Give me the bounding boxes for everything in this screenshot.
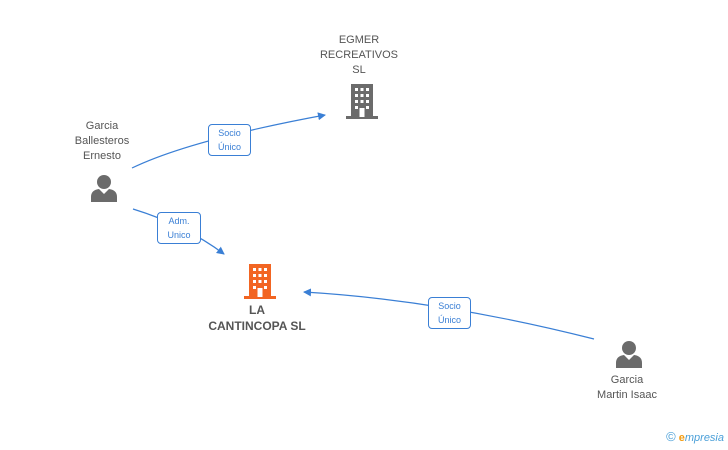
person-label-martin[interactable]: Garcia Martin Isaac [582, 373, 672, 403]
company-name-line: CANTINCOPA SL [208, 319, 306, 333]
person-icon[interactable] [89, 173, 119, 203]
company-label-cantincopa[interactable]: LA CANTINCOPA SL [197, 302, 317, 334]
relation-badge-line: Unico [167, 230, 191, 240]
company-name-line: SL [352, 64, 366, 76]
relation-badge-socio-unico[interactable]: Socio Único [208, 124, 251, 156]
person-icon[interactable] [614, 339, 644, 369]
copyright-symbol: © [666, 429, 676, 444]
person-label-ballesteros[interactable]: Garcia Ballesteros Ernesto [57, 119, 147, 164]
person-name-line: Garcia [85, 120, 119, 132]
relation-badge-line: Único [437, 315, 461, 325]
person-name-line: Martin Isaac [597, 389, 657, 401]
relation-badge-line: Adm. [168, 216, 190, 226]
person-name-line: Ernesto [83, 150, 121, 162]
relation-badge-line: Socio [438, 301, 461, 311]
person-name-line: Garcia [610, 374, 644, 386]
empresia-logo: ©empresia [666, 429, 724, 444]
person-name-line: Ballesteros [74, 135, 130, 147]
brand-initial: e [678, 432, 685, 444]
company-name-line: LA [249, 303, 265, 317]
company-label-egmer[interactable]: EGMER RECREATIVOS SL [309, 33, 409, 78]
relation-badge-adm-unico[interactable]: Adm. Unico [157, 212, 201, 244]
building-icon[interactable] [243, 264, 277, 300]
relation-badge-line: Socio [218, 128, 241, 138]
company-name-line: RECREATIVOS [319, 49, 399, 61]
relation-badge-socio-unico[interactable]: Socio Único [428, 297, 471, 329]
company-name-line: EGMER [338, 34, 380, 46]
building-icon[interactable] [345, 84, 379, 120]
relation-badge-line: Único [217, 142, 241, 152]
brand-name: mpresia [684, 432, 724, 444]
